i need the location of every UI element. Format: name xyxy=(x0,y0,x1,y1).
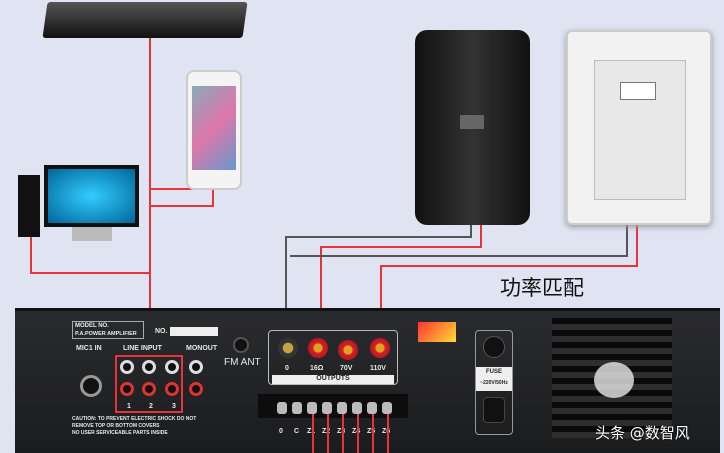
rca-jack-white xyxy=(189,360,203,374)
input-number: 3 xyxy=(172,403,176,410)
power-label: ~220V/50Hz xyxy=(480,380,508,386)
serial-field xyxy=(170,327,218,336)
terminal-label: Z5 xyxy=(367,428,375,435)
terminal-screw xyxy=(322,402,332,414)
output-post-70v xyxy=(338,340,358,360)
input-number: 2 xyxy=(149,403,153,410)
speaker2-wire-red-v xyxy=(380,265,382,341)
pc-wire-v xyxy=(30,235,32,273)
output-tap-label: 70V xyxy=(340,365,353,372)
terminal-screw xyxy=(277,402,287,414)
zone-wire xyxy=(342,414,344,453)
speaker2-wire-red-h xyxy=(380,265,638,267)
output-post-0 xyxy=(278,338,298,358)
input-number: 1 xyxy=(127,403,131,410)
pc-wire-h xyxy=(30,272,150,274)
monitor-stand xyxy=(72,227,112,241)
speaker1-wire-gray-h xyxy=(285,236,472,238)
output-post-16ohm xyxy=(308,338,328,358)
terminal-screw xyxy=(292,402,302,414)
terminal-screw xyxy=(382,402,392,414)
terminal-label: Z3 xyxy=(337,428,345,435)
zone-wire xyxy=(312,414,314,453)
serial-label: NO. xyxy=(155,328,168,335)
fuse-holder xyxy=(483,336,505,358)
phone-wire-h xyxy=(150,205,214,207)
model-box: MODEL NO. P.A.POWER AMPLIFIER xyxy=(72,321,144,339)
power-socket xyxy=(483,397,505,423)
dvd-player xyxy=(42,2,248,38)
monitor xyxy=(44,165,139,227)
phone-screen xyxy=(192,86,236,170)
fan-icon xyxy=(594,362,634,398)
zone-wire xyxy=(327,414,329,453)
terminal-label: Z1 xyxy=(307,428,315,435)
speaker1-wire-gray-v xyxy=(285,236,287,346)
warranty-sticker xyxy=(418,322,456,342)
terminal-screw xyxy=(337,402,347,414)
zone-wire xyxy=(387,414,389,453)
rca-jack-white xyxy=(120,360,134,374)
zone-wire xyxy=(372,414,374,453)
model-label: MODEL NO. xyxy=(75,323,109,329)
black-speaker xyxy=(415,30,530,225)
terminal-label: 0 xyxy=(279,428,283,435)
rca-jack-white xyxy=(165,360,179,374)
diagram-title: 功率匹配 xyxy=(500,276,584,300)
dvd-wire xyxy=(149,38,151,348)
terminal-screw xyxy=(367,402,377,414)
monout-label: MONOUT xyxy=(186,345,218,352)
terminal-label: Z2 xyxy=(322,428,330,435)
speaker1-wire-red-h xyxy=(320,246,482,248)
speaker1-wire-red-v xyxy=(320,246,322,341)
output-tap-label: 110V xyxy=(370,365,386,372)
terminal-screw xyxy=(352,402,362,414)
output-tap-label: 16Ω xyxy=(310,365,324,372)
phone-wire-v xyxy=(212,186,214,206)
wall-speaker xyxy=(566,30,712,225)
smartphone xyxy=(186,70,242,190)
fan-grille xyxy=(552,318,672,438)
fuse-panel: FUSE ~220V/50Hz xyxy=(475,330,513,435)
rca-jack-white xyxy=(142,360,156,374)
caution-text: NO USER SERVICEABLE PARTS INSIDE xyxy=(72,430,168,436)
phone-wire xyxy=(150,188,214,190)
outputs-label-bar: OUTPUTS xyxy=(272,375,394,384)
caution-text: CAUTION: TO PREVENT ELECTRIC SHOCK DO NO… xyxy=(72,416,197,422)
line-input-highlight xyxy=(115,355,183,413)
speaker-terminal xyxy=(460,115,484,129)
outputs-panel xyxy=(268,330,398,385)
fm-antenna-jack xyxy=(233,337,249,353)
rca-jack-red xyxy=(142,382,156,396)
fuse-label: FUSE xyxy=(485,369,502,375)
rca-jack-red xyxy=(165,382,179,396)
terminal-label: Z4 xyxy=(352,428,360,435)
fm-antenna-label: FM ANT xyxy=(224,357,261,368)
terminal-screw xyxy=(307,402,317,414)
wall-speaker-back xyxy=(594,60,686,200)
pc-tower xyxy=(18,175,40,237)
rca-jack-red xyxy=(189,382,203,396)
terminal-label: C xyxy=(294,428,300,435)
mic-jack xyxy=(80,375,102,397)
rca-jack-red xyxy=(120,382,134,396)
line-input-label: LINE INPUT xyxy=(123,345,162,352)
model-name: P.A.POWER AMPLIFIER xyxy=(75,331,137,337)
watermark: 头条 @数智风 xyxy=(595,424,690,442)
terminal-label: Z6 xyxy=(382,428,390,435)
caution-text: REMOVE TOP OR BOTTOM COVERS xyxy=(72,423,160,429)
mic-label: MIC1 IN xyxy=(76,345,102,352)
output-post-110v xyxy=(370,338,390,358)
zone-wire xyxy=(357,414,359,453)
windows-screen xyxy=(48,169,135,223)
speaker2-wire-gray-h xyxy=(290,255,628,257)
output-tap-label: 0 xyxy=(285,365,289,372)
speaker-terminal xyxy=(620,82,656,100)
